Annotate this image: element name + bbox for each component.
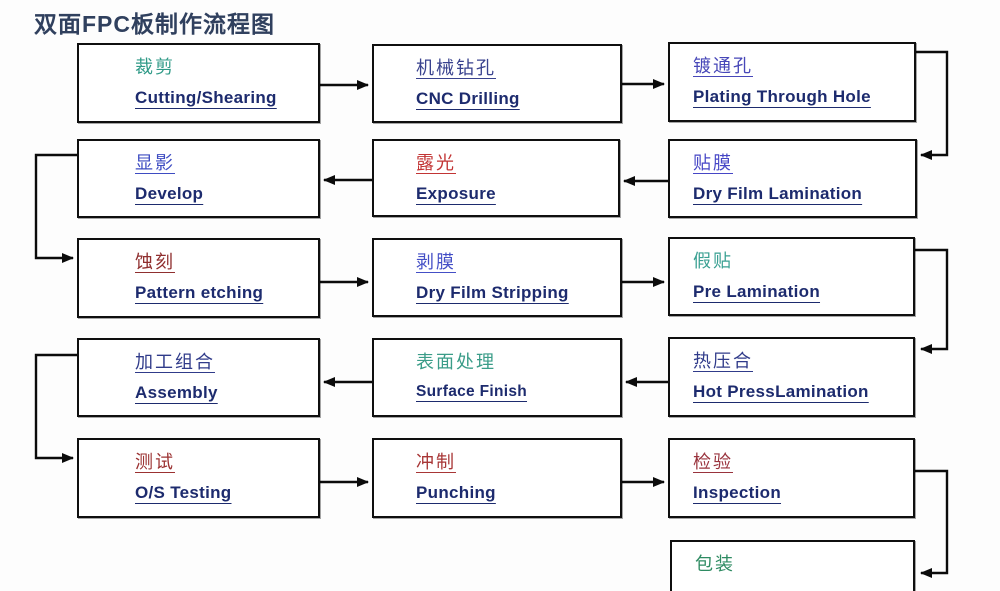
page-title: 双面FPC板制作流程图 bbox=[34, 11, 275, 37]
process-box-cnc-drilling: 机械钻孔 CNC Drilling bbox=[372, 44, 622, 123]
process-box-dry-film-stripping: 剥膜 Dry Film Stripping bbox=[372, 238, 622, 317]
process-label-cn: 加工组合 bbox=[135, 352, 215, 372]
process-box-surface-finish: 表面处理 Surface Finish bbox=[372, 338, 622, 417]
process-box-develop: 显影 Develop bbox=[77, 139, 320, 218]
process-label-cn: 显影 bbox=[135, 153, 175, 173]
process-label-cn: 表面处理 bbox=[416, 352, 496, 372]
process-label-en: Dry Film Stripping bbox=[416, 282, 569, 302]
process-label-cn: 假贴 bbox=[693, 251, 733, 271]
process-box-exposure: 露光 Exposure bbox=[372, 139, 620, 217]
process-box-plating-through-hole: 镀通孔 Plating Through Hole bbox=[668, 42, 916, 122]
process-label-cn: 测试 bbox=[135, 452, 175, 472]
process-label-cn: 露光 bbox=[416, 153, 456, 173]
process-label-en: Cutting/Shearing bbox=[135, 87, 277, 107]
process-box-inspection: 检验 Inspection bbox=[668, 438, 915, 518]
process-label-en: Plating Through Hole bbox=[693, 86, 871, 106]
process-box-pre-lamination: 假贴 Pre Lamination bbox=[668, 237, 915, 316]
process-label-en: Hot PressLamination bbox=[693, 381, 869, 401]
process-label-cn: 冲制 bbox=[416, 452, 456, 472]
arrow-plating-to-lamination bbox=[915, 50, 949, 160]
process-label-en: Inspection bbox=[693, 482, 782, 502]
process-label-cn: 剥膜 bbox=[416, 252, 456, 272]
process-label-cn: 裁剪 bbox=[135, 57, 175, 77]
process-box-os-testing: 测试 O/S Testing bbox=[77, 438, 320, 518]
process-label-en: Pattern etching bbox=[135, 282, 264, 302]
process-label-en: Develop bbox=[135, 183, 204, 203]
arrow-prelamination-to-hotpress bbox=[915, 248, 949, 354]
process-label-en: O/S Testing bbox=[135, 482, 232, 502]
process-box-pattern-etching: 蚀刻 Pattern etching bbox=[77, 238, 320, 318]
process-label-en: Punching bbox=[416, 482, 496, 502]
process-box-packaging: 包装 bbox=[670, 540, 915, 591]
process-label-cn: 包装 bbox=[695, 554, 735, 574]
process-box-dry-film-lamination: 贴膜 Dry Film Lamination bbox=[668, 139, 917, 218]
process-label-cn: 蚀刻 bbox=[135, 252, 175, 272]
arrow-inspection-to-packaging bbox=[915, 469, 949, 578]
process-label-en: Dry Film Lamination bbox=[693, 183, 863, 203]
process-box-cutting-shearing: 裁剪 Cutting/Shearing bbox=[77, 43, 320, 123]
process-label-en: Assembly bbox=[135, 382, 218, 402]
process-label-en: Surface Finish bbox=[416, 382, 528, 400]
process-label-en: CNC Drilling bbox=[416, 88, 520, 108]
process-box-hot-press-lamination: 热压合 Hot PressLamination bbox=[668, 337, 915, 417]
process-label-en: Pre Lamination bbox=[693, 281, 821, 301]
process-label-cn: 镀通孔 bbox=[693, 56, 753, 76]
process-box-assembly: 加工组合 Assembly bbox=[77, 338, 320, 417]
process-box-punching: 冲制 Punching bbox=[372, 438, 622, 518]
process-label-cn: 检验 bbox=[693, 452, 733, 472]
arrow-assembly-to-testing bbox=[34, 353, 77, 463]
process-label-cn: 机械钻孔 bbox=[416, 58, 496, 78]
process-label-cn: 贴膜 bbox=[693, 153, 733, 173]
arrow-develop-to-etching bbox=[34, 153, 77, 263]
process-label-cn: 热压合 bbox=[693, 351, 753, 371]
process-label-en: Exposure bbox=[416, 183, 496, 203]
